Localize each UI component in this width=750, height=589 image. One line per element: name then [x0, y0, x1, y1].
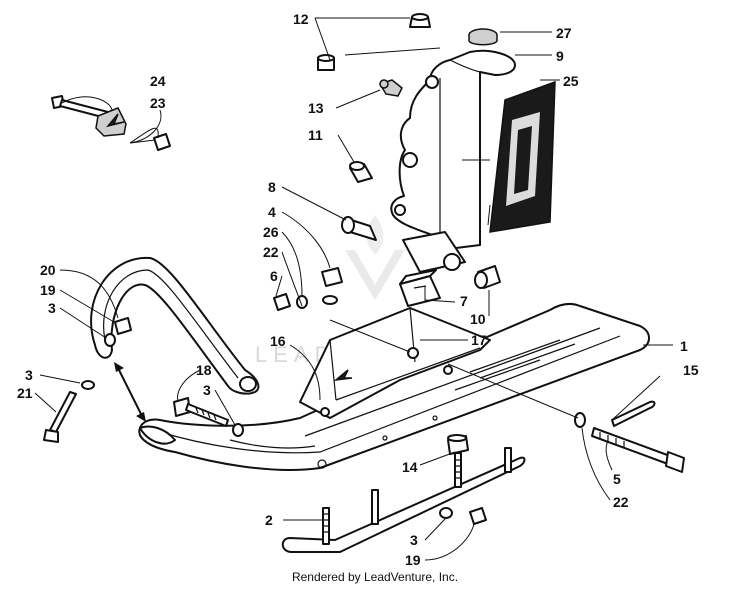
wear-bar: [281, 447, 526, 553]
ski-loop: [90, 256, 260, 395]
callout-19: 19: [405, 552, 421, 568]
callout-12: 12: [293, 11, 309, 27]
ski: [138, 302, 650, 471]
nut: [273, 293, 291, 311]
grommet: [317, 54, 335, 71]
double-arrow-icon: [117, 367, 143, 417]
callout-4: 4: [268, 204, 276, 220]
grommet: [409, 13, 431, 28]
arrow-icon: [333, 369, 353, 382]
callout-22: 22: [263, 244, 279, 260]
nut: [114, 317, 132, 335]
callout-2: 2: [265, 512, 273, 528]
spindle: [390, 49, 516, 273]
callout-22: 22: [613, 494, 629, 510]
callout-10: 10: [470, 311, 486, 327]
callout-21: 21: [17, 385, 33, 401]
callout-18: 18: [196, 362, 212, 378]
callout-8: 8: [268, 179, 276, 195]
callout-27: 27: [556, 25, 572, 41]
callout-5: 5: [613, 471, 621, 487]
bushing: [474, 265, 501, 289]
washer: [104, 333, 116, 347]
ski-saddle: [299, 307, 491, 419]
callout-7: 7: [460, 293, 468, 309]
grease-fitting: [378, 79, 403, 97]
callout-20: 20: [40, 262, 56, 278]
callout-23: 23: [150, 95, 166, 111]
callout-24: 24: [150, 73, 166, 89]
washer: [81, 380, 95, 390]
arrow-head: [114, 362, 146, 422]
arrow-icon: [105, 113, 125, 128]
callout-15: 15: [683, 362, 699, 378]
spacer-bushing: [341, 216, 377, 241]
bump-stop: [447, 434, 469, 455]
bolt: [173, 397, 229, 427]
spindle-cap: [468, 28, 498, 46]
callout-16: 16: [270, 333, 286, 349]
callout-17: 17: [471, 332, 487, 348]
callout-11: 11: [308, 127, 323, 143]
callout-25: 25: [563, 73, 579, 89]
bolt: [591, 427, 685, 473]
callout-13: 13: [308, 100, 324, 116]
callout-26: 26: [263, 224, 279, 240]
cotter-pin: [611, 400, 656, 427]
damper-block: [399, 269, 441, 307]
callout-3: 3: [48, 300, 56, 316]
washer: [232, 423, 244, 437]
nut: [153, 133, 171, 151]
callout-14: 14: [402, 459, 418, 475]
callouts: 12 27 9 25 24 23 13 11 8 4 26 22 20 6 19…: [17, 11, 699, 568]
callout-3: 3: [25, 367, 33, 383]
callout-6: 6: [270, 268, 278, 284]
callout-19: 19: [40, 282, 56, 298]
washer: [574, 412, 586, 428]
leader-lines: [34, 17, 673, 561]
callout-3: 3: [410, 532, 418, 548]
watermark-logo: [345, 215, 405, 300]
washer: [439, 507, 453, 519]
footer-credit: Rendered by LeadVenture, Inc.: [291, 570, 459, 584]
decal: [489, 80, 556, 233]
bolt: [43, 391, 77, 443]
lock-nut: [321, 267, 343, 305]
nut: [469, 507, 487, 525]
callout-3: 3: [203, 382, 211, 398]
callout-9: 9: [556, 48, 564, 64]
callout-1: 1: [680, 338, 688, 354]
bushing: [349, 161, 373, 183]
